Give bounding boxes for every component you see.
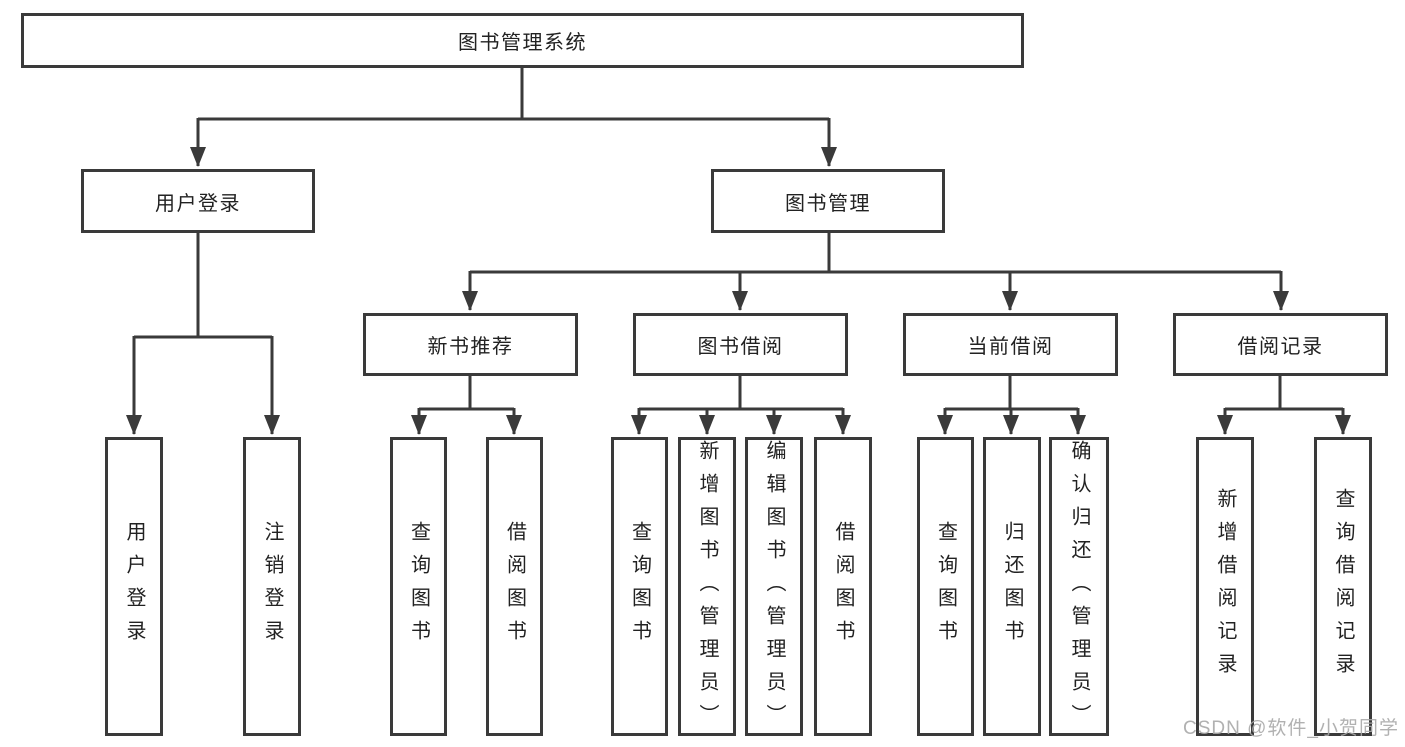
- node-root-label: 图书管理系统: [458, 32, 587, 54]
- leaf-edit-books-admin-label: 编辑图书（管理员）: [763, 440, 785, 737]
- connector-book-management: [462, 233, 1289, 311]
- leaf-logout-label: 注销登录: [261, 520, 283, 653]
- connector-borrow-records: [1217, 376, 1351, 435]
- leaf-confirm-return-admin: 确认归还（管理员）: [1049, 437, 1109, 737]
- leaf-query-books-3-label: 查询图书: [934, 520, 957, 653]
- connector-current-borrow: [937, 376, 1086, 435]
- leaf-user-login-label: 用户登录: [123, 520, 145, 653]
- leaf-user-login: 用户登录: [105, 437, 163, 736]
- node-root: 图书管理系统: [21, 13, 1024, 68]
- leaf-borrow-books-2-label: 借阅图书: [832, 520, 854, 653]
- connector-root: [190, 68, 837, 167]
- node-book-management-label: 图书管理: [785, 192, 871, 215]
- leaf-query-borrow-record-label: 查询借阅记录: [1332, 487, 1354, 686]
- leaf-add-books-admin: 新增图书（管理员）: [678, 437, 736, 737]
- connector-new-book: [411, 376, 522, 435]
- leaf-borrow-books-1: 借阅图书: [486, 437, 543, 736]
- node-borrow-records-label: 借阅记录: [1237, 336, 1324, 358]
- leaf-query-books-3: 查询图书: [917, 437, 974, 736]
- leaf-query-borrow-record: 查询借阅记录: [1314, 437, 1372, 736]
- leaf-confirm-return-admin-label: 确认归还（管理员）: [1068, 440, 1090, 737]
- leaf-query-books-2: 查询图书: [611, 437, 668, 736]
- leaf-borrow-books-2: 借阅图书: [814, 437, 872, 736]
- node-book-borrow: 图书借阅: [633, 313, 848, 376]
- leaf-edit-books-admin: 编辑图书（管理员）: [745, 437, 803, 737]
- leaf-query-books-1-label: 查询图书: [407, 520, 430, 653]
- leaf-query-books-1: 查询图书: [390, 437, 447, 736]
- connector-book-borrow: [631, 376, 851, 435]
- node-new-book-recommend-label: 新书推荐: [427, 336, 514, 358]
- node-current-borrow-label: 当前借阅: [967, 336, 1054, 358]
- node-new-book-recommend: 新书推荐: [363, 313, 578, 376]
- leaf-logout: 注销登录: [243, 437, 301, 736]
- node-user-login-label: 用户登录: [155, 192, 241, 215]
- leaf-add-borrow-record-label: 新增借阅记录: [1214, 487, 1236, 686]
- leaf-return-books: 归还图书: [983, 437, 1041, 736]
- node-borrow-records: 借阅记录: [1173, 313, 1388, 376]
- leaf-add-borrow-record: 新增借阅记录: [1196, 437, 1254, 736]
- node-book-borrow-label: 图书借阅: [697, 336, 784, 358]
- node-user-login: 用户登录: [81, 169, 315, 233]
- leaf-borrow-books-1-label: 借阅图书: [503, 520, 526, 653]
- connector-user-login: [126, 233, 280, 435]
- node-current-borrow: 当前借阅: [903, 313, 1118, 376]
- leaf-add-books-admin-label: 新增图书（管理员）: [696, 440, 718, 737]
- leaf-return-books-label: 归还图书: [1001, 520, 1023, 653]
- watermark: CSDN @软件_小贺同学: [1183, 718, 1399, 739]
- leaf-query-books-2-label: 查询图书: [628, 520, 651, 653]
- node-book-management: 图书管理: [711, 169, 945, 233]
